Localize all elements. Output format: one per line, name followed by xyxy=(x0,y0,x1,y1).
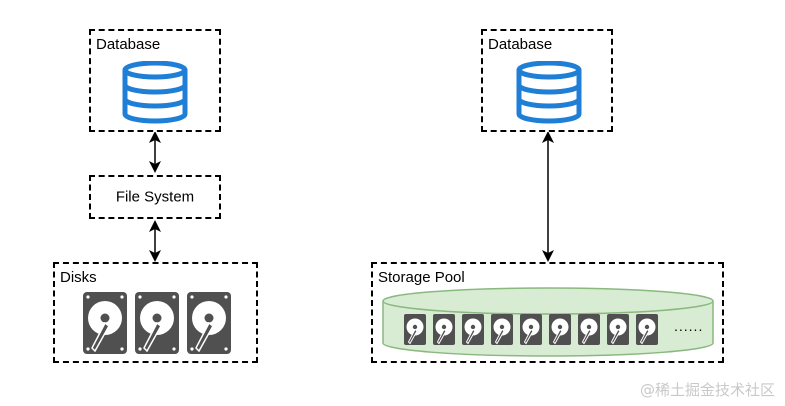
hard-disk-icon xyxy=(578,314,600,345)
hard-disk-icon xyxy=(187,292,231,354)
database-icon xyxy=(122,61,188,125)
hard-disk-icon xyxy=(433,314,455,345)
pool-ellipsis: ...... xyxy=(674,318,704,334)
left-database-box: Database xyxy=(89,29,221,132)
hard-disk-icon xyxy=(83,292,127,354)
right-database-label: Database xyxy=(488,36,553,53)
file-system-label: File System xyxy=(115,188,195,206)
hard-disk-icon xyxy=(491,314,513,345)
disks-box: Disks xyxy=(53,262,258,363)
right-database-box: Database xyxy=(481,29,613,132)
watermark: @稀土掘金技术社区 xyxy=(639,381,775,399)
hard-disk-icon xyxy=(636,314,658,345)
hard-disk-icon xyxy=(135,292,179,354)
storage-pool-box: Storage Pool xyxy=(371,262,724,363)
left-database-label: Database xyxy=(96,36,161,53)
file-system-box: File System xyxy=(89,175,221,219)
disks-label: Disks xyxy=(60,269,97,286)
database-icon xyxy=(516,61,582,125)
storage-pool-label: Storage Pool xyxy=(378,269,465,286)
hard-disk-icon xyxy=(462,314,484,345)
hard-disk-icon xyxy=(549,314,571,345)
hard-disk-icon xyxy=(607,314,629,345)
hard-disk-icon xyxy=(520,314,542,345)
pool-disks xyxy=(404,314,674,348)
hard-disk-icon xyxy=(404,314,426,345)
